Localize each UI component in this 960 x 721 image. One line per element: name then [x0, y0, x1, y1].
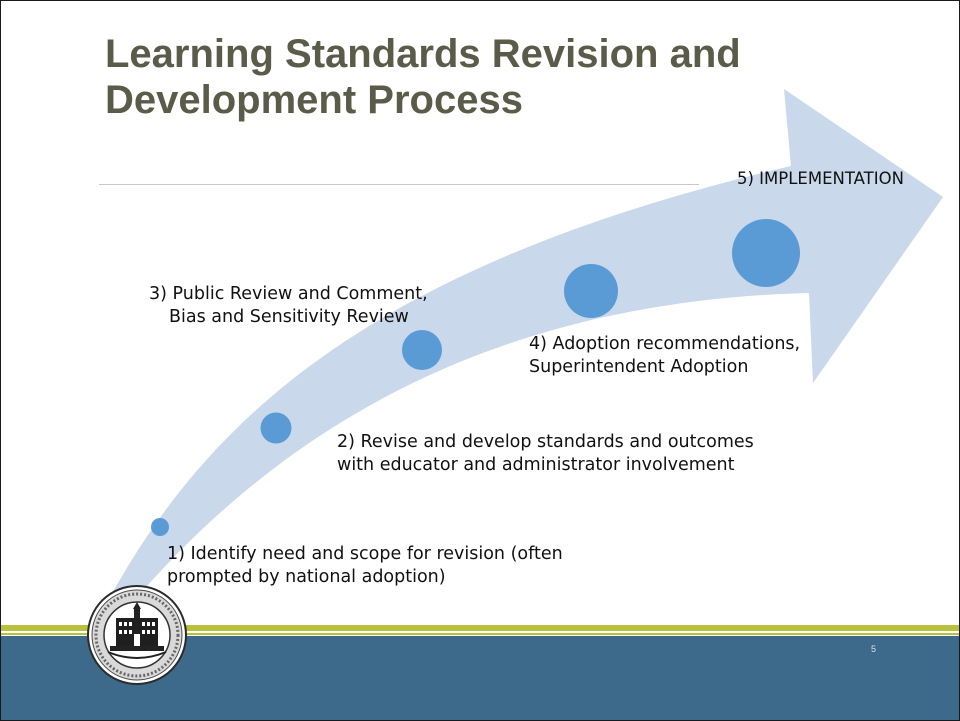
step-1-marker	[151, 518, 169, 536]
step-3-label: 3) Public Review and Comment, Bias and S…	[149, 283, 428, 329]
page-number: 5	[871, 644, 877, 654]
title-divider	[99, 184, 699, 185]
step-4-line2: Superintendent Adoption	[529, 357, 749, 377]
step-2-line1: 2) Revise and develop standards and outc…	[337, 432, 754, 452]
step-2-label: 2) Revise and develop standards and outc…	[337, 431, 754, 477]
step-5-line1: 5) IMPLEMENTATION	[737, 169, 904, 188]
step-5-marker	[732, 219, 800, 287]
step-3-line1: 3) Public Review and Comment,	[149, 284, 428, 304]
step-1-line2: prompted by national adoption)	[167, 567, 446, 587]
step-4-label: 4) Adoption recommendations, Superintend…	[529, 333, 800, 379]
page-title: Learning Standards Revision and Developm…	[105, 32, 741, 122]
step-1-label: 1) Identify need and scope for revision …	[167, 543, 563, 589]
step-2-marker	[260, 412, 292, 444]
curved-arrow-shape	[63, 89, 943, 693]
footer-accent-line-thin	[1, 633, 959, 635]
step-1-line1: 1) Identify need and scope for revision …	[167, 544, 563, 564]
step-5-label: 5) IMPLEMENTATION	[737, 167, 904, 190]
footer-accent-line	[1, 625, 959, 631]
state-seal-icon	[87, 585, 187, 685]
step-4-line1: 4) Adoption recommendations,	[529, 334, 801, 354]
step-4-marker	[564, 264, 618, 318]
step-3-marker	[402, 330, 442, 370]
step-3-line2: Bias and Sensitivity Review	[169, 307, 409, 327]
step-2-line2: with educator and administrator involvem…	[337, 455, 735, 475]
